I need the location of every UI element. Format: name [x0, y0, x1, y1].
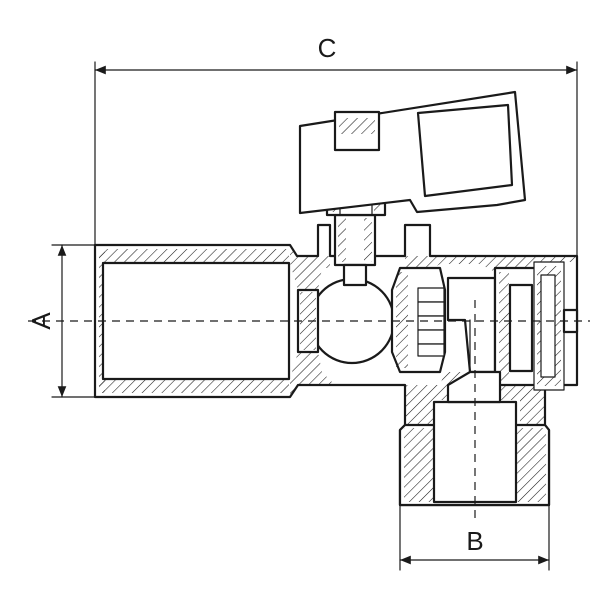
inlet-wall-bottom — [99, 379, 289, 393]
dimension-c: C — [94, 33, 578, 75]
center-body-hatch-bottom — [290, 352, 335, 397]
dimension-c-label: C — [318, 33, 337, 63]
stem-tang — [342, 263, 368, 287]
stem-and-handle — [298, 90, 527, 287]
inlet-wall-top — [99, 249, 289, 263]
stem-gear-stack — [417, 287, 445, 357]
dimension-a-label: A — [26, 312, 56, 330]
handle-grip-panel — [416, 103, 514, 198]
dimension-b-label: B — [466, 526, 483, 556]
end-cap — [493, 261, 579, 391]
valve-body — [93, 223, 579, 507]
outlet-pipe — [398, 370, 551, 507]
dimension-b: B — [399, 526, 550, 565]
center-body-hatch — [290, 245, 330, 290]
center-lines — [28, 300, 590, 520]
